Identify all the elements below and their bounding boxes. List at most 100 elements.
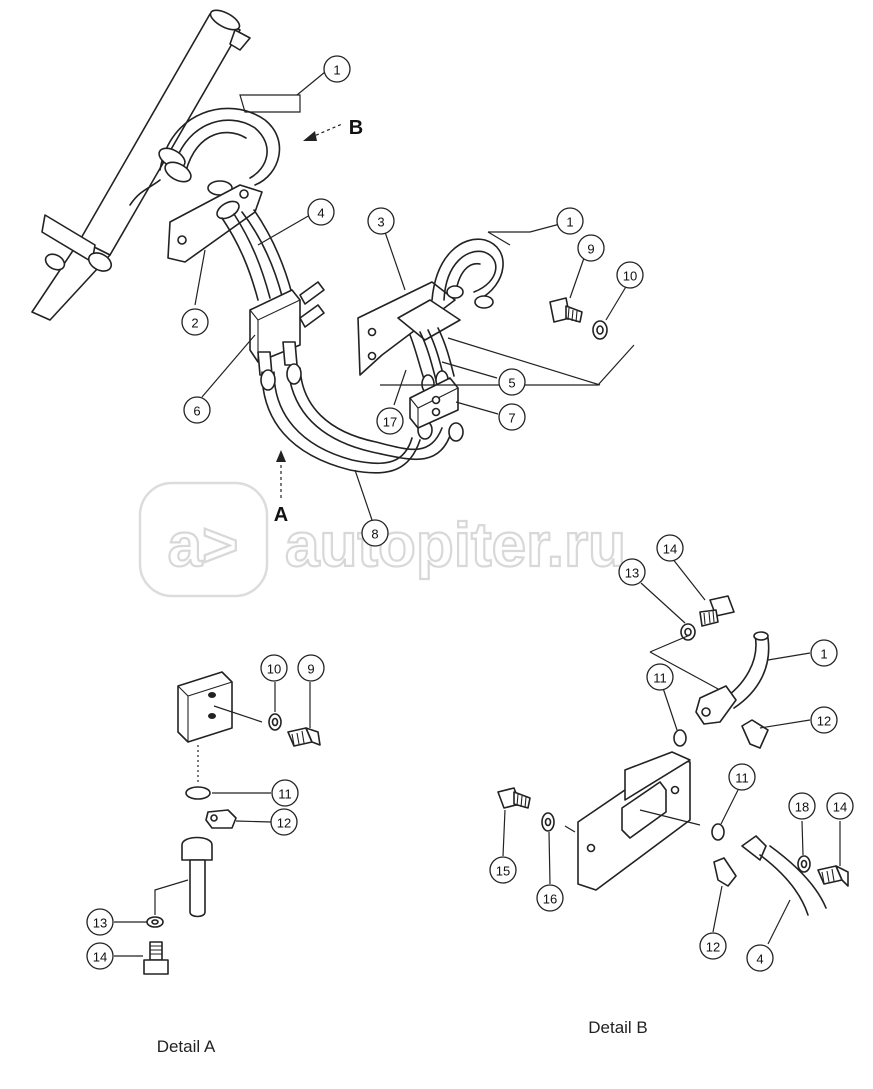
- callout-number: 14: [833, 800, 847, 815]
- callout-bubble: 4: [746, 944, 774, 972]
- callout-circle: [86, 908, 114, 936]
- callout-circle: [498, 403, 526, 431]
- callout-circle: [361, 519, 389, 547]
- callout-number: 11: [735, 771, 749, 786]
- callout-circle: [86, 942, 114, 970]
- callout-bubble: 11: [271, 779, 299, 807]
- callout-number: 1: [333, 63, 340, 78]
- callout-number: 4: [756, 952, 763, 967]
- callout-circle: [646, 663, 674, 691]
- callout-bubble: 14: [826, 792, 854, 820]
- callout-bubble: 1: [810, 639, 838, 667]
- callout-number: 4: [317, 206, 324, 221]
- callout-bubble: 1: [556, 207, 584, 235]
- detail-b-caption: Detail B: [588, 1018, 648, 1037]
- callout-number: 15: [496, 864, 510, 879]
- watermark-brand-text: autopiter.ru: [285, 511, 626, 580]
- callout-bubble: 13: [618, 558, 646, 586]
- detail-b-leaders: [502, 557, 841, 945]
- callout-circle: [498, 368, 526, 396]
- callout-bubble: 7: [498, 403, 526, 431]
- detail-b-washer-16: [541, 812, 555, 832]
- main-leaders: [194, 71, 628, 521]
- detail-b-alignment: [649, 634, 691, 653]
- callout-number: 3: [377, 215, 384, 230]
- callout-number: 13: [625, 566, 639, 581]
- callout-circle: [297, 654, 325, 682]
- detail-b-washer-13: [680, 623, 696, 641]
- callout-number: 10: [267, 662, 281, 677]
- view-b-label: B: [349, 117, 363, 139]
- callout-circle: [323, 55, 351, 83]
- callout-bubble: 14: [86, 942, 114, 970]
- detail-a-washer-13: [146, 916, 164, 928]
- callout-number: 17: [383, 415, 397, 430]
- detail-b-plate: [564, 751, 701, 891]
- callout-circle: [746, 944, 774, 972]
- callout-bubble: 11: [646, 663, 674, 691]
- callout-bubble: 12: [270, 808, 298, 836]
- watermark-logo-box: [138, 481, 269, 598]
- detail-a-caption: Detail A: [157, 1037, 216, 1056]
- callout-bubble: 11: [728, 763, 756, 791]
- callout-bubble: 16: [536, 884, 564, 912]
- hose-8-pair: [260, 363, 464, 474]
- callout-bubble: 1: [323, 55, 351, 83]
- detail-b-alignment: [649, 651, 721, 691]
- detail-b-clip-12-bottom: [713, 857, 737, 887]
- detail-a-fitting: [181, 836, 213, 918]
- callout-number: 11: [278, 787, 292, 802]
- detail-b-washer-18: [797, 855, 811, 873]
- detail-a-bolt-14: [143, 941, 169, 975]
- callout-bubble: 12: [810, 706, 838, 734]
- callout-bubble: 17: [376, 407, 404, 435]
- callout-bubble: 4: [307, 198, 335, 226]
- callout-bubble: 9: [297, 654, 325, 682]
- callout-circle: [556, 207, 584, 235]
- callout-number: 13: [93, 916, 107, 931]
- callout-number: 14: [93, 950, 107, 965]
- hydraulic-cylinder: [31, 9, 251, 321]
- callout-number: 8: [371, 527, 378, 542]
- callout-number: 5: [508, 376, 515, 391]
- bolt-9: [549, 297, 583, 323]
- hose-4-pair: [221, 209, 293, 301]
- mounting-plate-3: [357, 281, 461, 376]
- detail-b-oring-11-right: [711, 823, 725, 841]
- detail-b-hose-1: [695, 631, 770, 725]
- detail-b-oring-11-top: [673, 729, 687, 747]
- callout-circle: [489, 856, 517, 884]
- detail-a: Detail A: [114, 671, 321, 1056]
- detail-b-hose-4: [741, 835, 827, 916]
- callout-number: 16: [543, 892, 557, 907]
- callout-bubble: 13: [86, 908, 114, 936]
- callout-bubble: 2: [181, 308, 209, 336]
- hose-loop-right: [431, 238, 504, 309]
- detail-b-bolt-14-bottom: [817, 865, 849, 887]
- detail-a-leader-13: [154, 879, 189, 915]
- callout-number: 9: [587, 242, 594, 257]
- watermark: a> autopiter.ru: [138, 481, 627, 598]
- callout-bubble: 3: [367, 207, 395, 235]
- callout-number: 11: [653, 671, 667, 686]
- callout-circle: [183, 396, 211, 424]
- watermark-logo-glyphs: a>: [168, 511, 239, 580]
- callout-bubble: 9: [577, 234, 605, 262]
- callout-number: 12: [817, 714, 831, 729]
- view-a-label: A: [274, 504, 288, 526]
- callout-circle: [618, 558, 646, 586]
- callout-number: 12: [277, 816, 291, 831]
- view-marker-b: B: [303, 117, 363, 141]
- callout-bubble: 10: [616, 261, 644, 289]
- connector-block-6: [249, 281, 325, 376]
- callout-number: 2: [191, 316, 198, 331]
- callout-circle: [826, 792, 854, 820]
- callout-circle: [270, 808, 298, 836]
- callout-bubble: 8: [361, 519, 389, 547]
- callout-number: 1: [566, 215, 573, 230]
- detail-a-block: [177, 671, 263, 743]
- callout-bubble: 18: [788, 792, 816, 820]
- view-marker-a: A: [274, 450, 288, 526]
